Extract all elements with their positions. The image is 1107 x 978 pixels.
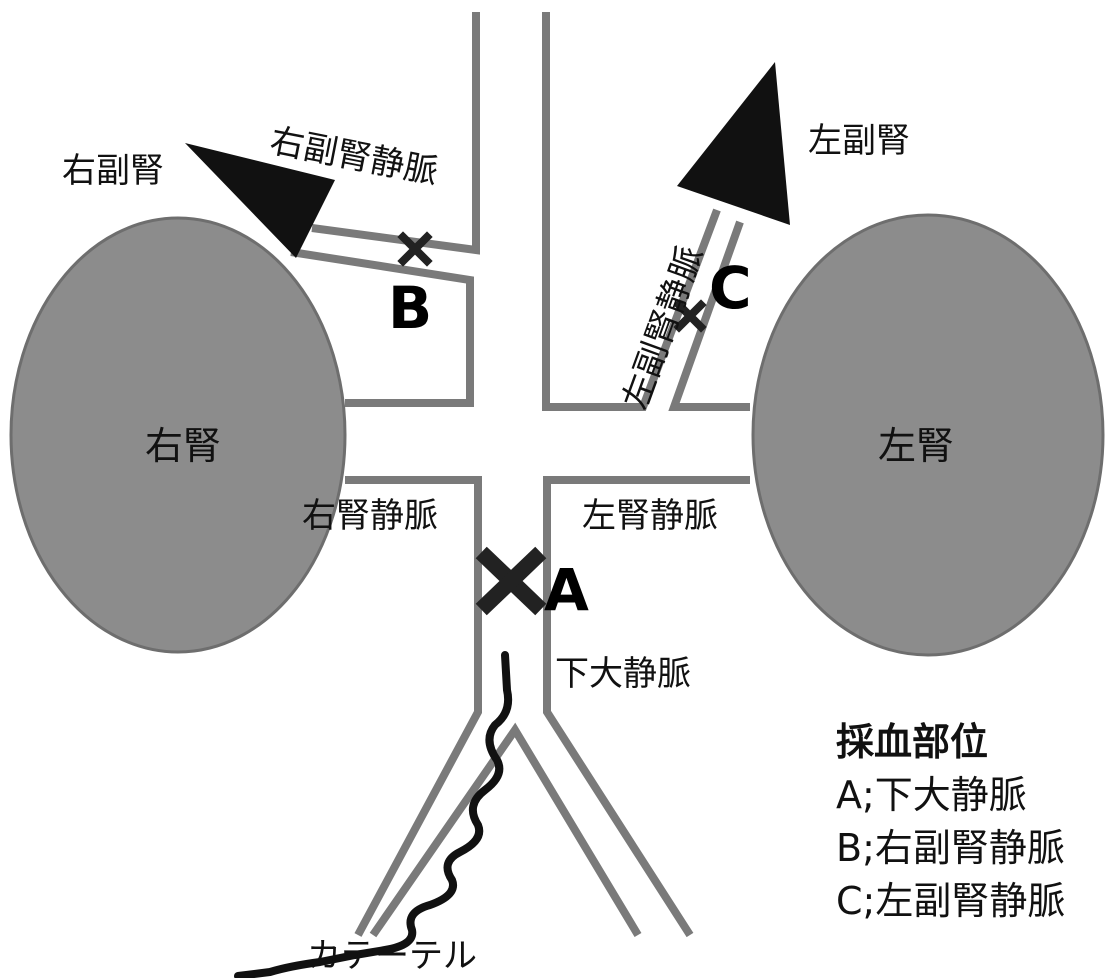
right-kidney-label: 右腎 <box>145 424 222 468</box>
cross-b-icon <box>397 231 433 267</box>
legend-title: 採血部位 <box>836 720 989 764</box>
cross-a-icon <box>475 546 547 616</box>
marker-c: C <box>709 254 752 322</box>
right-renal-vein-label: 右腎静脈 <box>302 496 438 536</box>
legend-item-b: B;右副腎静脈 <box>836 826 1065 870</box>
legend-item-a: A;下大静脈 <box>836 773 1027 817</box>
right-adrenal-gland <box>185 143 335 258</box>
left-adrenal-gland <box>677 62 790 225</box>
ivc-label: 下大静脈 <box>555 654 691 694</box>
right-adrenal-label: 右副腎 <box>62 151 164 191</box>
left-kidney-label: 左腎 <box>878 424 955 468</box>
cross-c-icon <box>673 299 707 333</box>
marker-b: B <box>388 274 433 342</box>
left-adrenal-vein-right-wall <box>668 220 750 411</box>
left-kidney <box>751 213 1105 657</box>
left-renal-vein-label: 左腎静脈 <box>582 496 718 536</box>
legend-item-c: C;左副腎静脈 <box>836 879 1066 923</box>
right-renal-vein-lower-wall <box>345 476 482 937</box>
sampling-site-legend: 採血部位 A;下大静脈 B;右副腎静脈 C;左副腎静脈 <box>836 716 1065 928</box>
iliac-bifurcation-wall <box>369 722 642 938</box>
catheter-line <box>234 651 513 978</box>
marker-a: A <box>544 556 589 624</box>
right-adrenal-vein-lower-wall <box>290 248 474 407</box>
right-kidney <box>9 216 347 654</box>
ivc-left-wall-upper <box>311 12 480 255</box>
left-adrenal-label: 左副腎 <box>808 121 910 161</box>
catheter-label: カテーテル <box>307 936 477 976</box>
left-renal-vein-lower-wall <box>543 476 750 938</box>
